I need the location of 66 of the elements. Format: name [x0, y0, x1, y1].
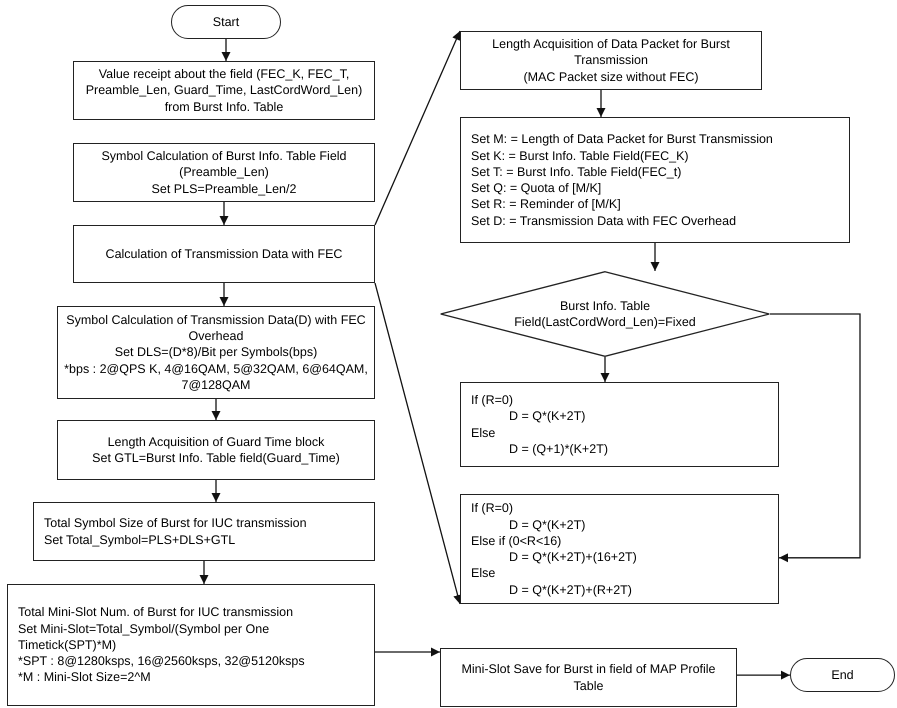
box-text: Set PLS=Preamble_Len/2: [150, 180, 298, 197]
arrow: [596, 90, 606, 117]
box-text: Set Total_Symbol=PLS+DLS+GTL: [44, 532, 236, 548]
terminal-pill: [171, 5, 281, 39]
box-text: Else: [471, 424, 496, 441]
arrow: [600, 357, 610, 382]
arrow: [374, 282, 462, 604]
box-text: Symbol Calculation of Transmission Data(D) with FEC Overhead: [65, 312, 367, 344]
terminal-pill: [790, 658, 895, 692]
process-box: [7, 584, 375, 706]
process-box: [33, 502, 375, 561]
box-text: Value receipt about the field (FEC_K, FEC_T, Preamble_Len, Guard_Time, LastCordWord_Len) from Burst Info. Table: [84, 66, 364, 115]
box-text: Set M: = Length of Data Packet for Burst Transmission: [471, 131, 774, 148]
process-box: [460, 494, 779, 604]
process-box: [73, 143, 375, 202]
box-text: Symbol Calculation of Burst Info. Table Field (Preamble_Len): [100, 148, 348, 181]
box-text: (MAC Packet size without FEC): [522, 68, 700, 85]
arrow: [375, 648, 440, 656]
box-text: Set T: = Burst Info. Table Field(FEC_t): [471, 164, 682, 180]
box-text: Else: [471, 565, 496, 582]
box-text: Total Symbol Size of Burst for IUC transmission: [44, 515, 308, 532]
box-text: If (R=0): [471, 500, 514, 516]
process-box: [440, 648, 737, 707]
arrow: [222, 39, 230, 61]
box-text: D = Q*(K+2T)+(16+2T): [508, 549, 638, 566]
box-text: *SPT : 8@1280ksps, 16@2560ksps, 32@5120ksps: [18, 653, 306, 670]
box-text: Else if (0<R<16): [471, 532, 562, 549]
box-text: Set K: = Burst Info. Table Field(FEC_K): [471, 148, 690, 164]
arrow: [737, 670, 790, 680]
arrow: [200, 561, 208, 584]
box-text: Burst Info. Table Field(LastCordWord_Len)=Fixed: [513, 298, 697, 330]
process-box: [57, 420, 375, 480]
process-box: [460, 382, 779, 467]
box-text: If (R=0): [471, 392, 514, 408]
box-text: Total Mini-Slot Num. of Burst for IUC transmission: [18, 604, 294, 621]
box-text: D = Q*(K+2T)+(R+2T): [508, 582, 633, 598]
process-box: [73, 61, 375, 120]
box-text: Start: [212, 14, 240, 30]
process-box: [73, 225, 375, 283]
arrow: [212, 480, 220, 502]
box-text: Set Q: = Quota of [M/K]: [471, 180, 602, 196]
box-text: Length Acquisition of Data Packet for Burst Transmission: [491, 36, 731, 69]
process-box: [460, 31, 762, 90]
box-text: Calculation of Transmission Data with FEC: [104, 246, 344, 262]
box-text: *bps : 2@QPS K, 4@16QAM, 5@32QAM, 6@64QAM, 7@128QAM: [64, 360, 368, 394]
arrow: [770, 313, 861, 562]
box-text: Mini-Slot Save for Burst in field of MAP Profile Table: [460, 661, 717, 694]
arrow: [212, 399, 220, 420]
arrow: [220, 283, 228, 306]
box-text: *M : Mini-Slot Size=2^M: [18, 669, 152, 686]
box-text: Set GTL=Burst Info. Table field(Guard_Time): [91, 450, 341, 466]
process-box: [460, 117, 850, 243]
arrow: [374, 30, 461, 226]
box-text: Length Acquisition of Guard Time block: [106, 434, 326, 450]
box-text: D = Q*(K+2T): [508, 516, 586, 533]
box-text: Set R: = Reminder of [M/K]: [471, 196, 622, 212]
arrow: [650, 243, 660, 271]
process-box: [57, 306, 375, 399]
box-text: Set Mini-Slot=Total_Symbol/(Symbol per One Timetick(SPT)*M): [18, 620, 270, 654]
box-text: Set D: = Transmission Data with FEC Overhead: [471, 212, 738, 229]
box-text: D = (Q+1)*(K+2T): [508, 440, 609, 457]
arrow: [220, 202, 228, 225]
box-text: D = Q*(K+2T): [508, 408, 586, 424]
decision-diamond: [440, 271, 770, 357]
box-text: Set DLS=(D*8)/Bit per Symbols(bps): [114, 344, 318, 361]
box-text: End: [831, 666, 854, 684]
